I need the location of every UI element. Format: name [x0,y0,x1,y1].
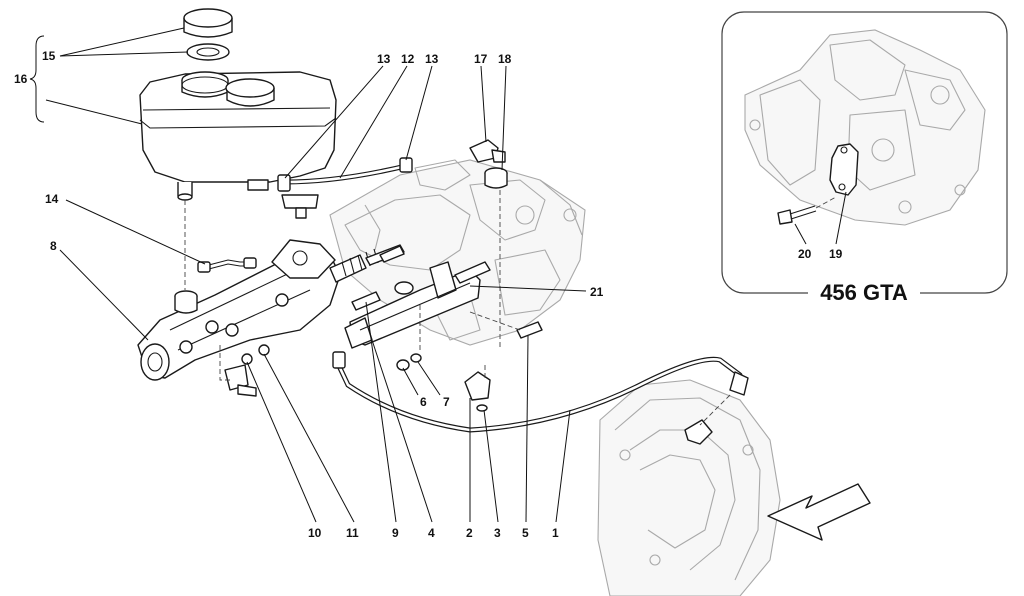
stud-5 [516,321,543,339]
washer [410,353,422,363]
callout-14: 14 [45,192,59,206]
clutch-cylinder [344,261,491,349]
brake-pipe [197,257,257,273]
callout-12: 12 [401,52,415,66]
callout-17: 17 [474,52,488,66]
leader-lines [29,27,587,523]
forward-arrow-icon [767,483,871,541]
callout-2: 2 [466,526,473,540]
reservoir-cap [183,8,233,38]
assembly-lines [184,190,731,426]
callout-16: 16 [14,72,28,86]
callout-18: 18 [498,52,512,66]
callout-labels: 15 16 13 12 13 17 18 14 8 21 6 7 10 11 9… [14,49,604,540]
callout-11: 11 [346,526,359,540]
callout-1: 1 [552,526,559,540]
callout-20: 20 [798,247,812,261]
callout-15: 15 [42,49,56,63]
bolt [777,205,817,225]
inset-title: 456 GTA [820,280,908,305]
callout-13: 13 [377,52,391,66]
callout-9: 9 [392,526,399,540]
grommet [484,167,508,189]
callout-3: 3 [494,526,501,540]
supply-hose [277,157,413,219]
stud-21 [379,245,405,263]
flexible-hose [332,351,749,445]
callout-7: 7 [443,395,450,409]
callout-19: 19 [829,247,843,261]
clutch-master-cylinder [137,239,405,381]
callout-10: 10 [308,526,322,540]
callout-4: 4 [428,526,435,540]
clutch-housing-ghost [597,379,781,596]
pedal-box-ghost [329,159,586,346]
hose-fitting [469,139,506,163]
nut [396,359,410,371]
callout-8: 8 [50,239,57,253]
callout-6: 6 [420,395,427,409]
callout-21: 21 [590,285,604,299]
reservoir-seal [186,43,230,61]
callout-13: 13 [425,52,439,66]
callout-5: 5 [522,526,529,540]
stud-9 [351,291,381,311]
hose-clip [464,371,491,412]
mounting-bracket [224,344,270,397]
inset-panel: 20 19 456 GTA [721,11,1008,306]
brake-fluid-reservoir [139,71,337,201]
